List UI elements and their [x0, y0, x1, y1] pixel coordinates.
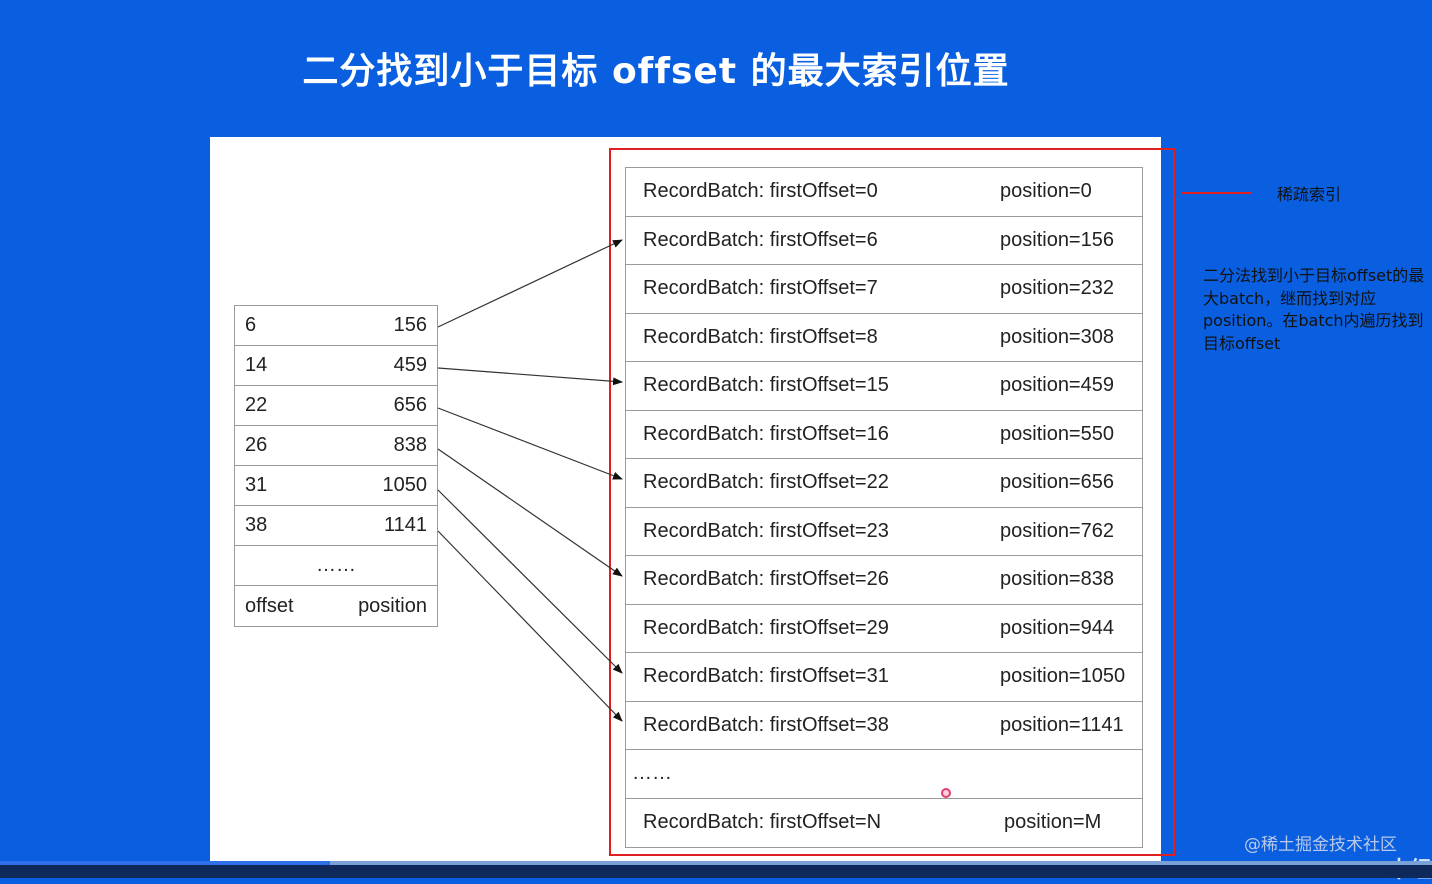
batch-offset: RecordBatch: firstOffset=6	[643, 228, 878, 251]
index-position: 156	[393, 314, 427, 336]
index-row: 22 656	[235, 386, 437, 426]
batch-offset: RecordBatch: firstOffset=0	[643, 180, 878, 202]
batch-position: position=550	[1000, 422, 1114, 445]
batch-position: position=1050	[1000, 665, 1126, 687]
batch-offset: RecordBatch: firstOffset=15	[643, 374, 889, 396]
index-position: 1050	[382, 474, 428, 496]
batch-position: position=0	[1000, 180, 1092, 202]
binary-search-note: 二分法找到小于目标offset的最大batch，继而找到对应position。在…	[1203, 266, 1425, 353]
record-batch-row: RecordBatch: firstOffset=15 position=459	[626, 362, 1142, 411]
batch-ellipsis: ……	[632, 762, 672, 784]
batch-offset: RecordBatch: firstOffset=N	[643, 810, 882, 833]
batch-offset: RecordBatch: firstOffset=7	[643, 277, 878, 299]
batch-offset: RecordBatch: firstOffset=8	[643, 325, 878, 348]
index-position: 459	[393, 354, 427, 376]
batch-offset: RecordBatch: firstOffset=23	[643, 519, 889, 542]
arrow-31	[437, 489, 623, 674]
record-batch-row: RecordBatch: firstOffset=22 position=656	[626, 459, 1142, 508]
batch-position: position=M	[1004, 810, 1102, 833]
batch-position: position=838	[1000, 568, 1114, 590]
ellipsis-text: ……	[316, 554, 356, 576]
callout-line	[1182, 192, 1252, 194]
sparse-index-table: 6 156 14 459 22 656 26 838 31 1050 38 11…	[234, 305, 438, 627]
sparse-index-label: 稀疏索引	[1277, 185, 1342, 204]
record-batch-row: RecordBatch: firstOffset=29 position=944	[626, 605, 1142, 653]
arrow-38	[437, 530, 623, 722]
record-batch-row: RecordBatch: firstOffset=0 position=0	[626, 168, 1142, 217]
batch-offset: RecordBatch: firstOffset=31	[643, 665, 889, 687]
index-row: 26 838	[235, 426, 437, 466]
batch-position: position=308	[1000, 325, 1114, 348]
index-row: 38 1141	[235, 506, 437, 546]
batch-offset: RecordBatch: firstOffset=26	[643, 568, 889, 590]
watermark: @稀土掘金技术社区	[1244, 835, 1397, 855]
index-offset: 22	[245, 394, 268, 416]
pointer-cursor-icon	[941, 788, 951, 798]
slide-title: 二分找到小于目标 offset 的最大索引位置	[302, 51, 1010, 92]
video-progress-fill[interactable]	[0, 861, 330, 865]
arrow-6	[437, 239, 623, 328]
index-row: 31 1050	[235, 466, 437, 506]
index-position: 1141	[383, 514, 427, 536]
batch-offset: RecordBatch: firstOffset=29	[643, 616, 889, 639]
batch-position: position=944	[1000, 616, 1114, 639]
batch-position: position=656	[1000, 471, 1114, 493]
index-offset: 38	[245, 514, 268, 536]
log-segment-table: RecordBatch: firstOffset=0 position=0 Rec…	[625, 167, 1143, 848]
batch-position: position=459	[1000, 374, 1114, 396]
index-row: 14 459	[235, 346, 437, 386]
video-control-bar	[0, 865, 1432, 878]
batch-offset: RecordBatch: firstOffset=16	[643, 422, 889, 445]
index-ellipsis-row: ……	[235, 546, 437, 586]
index-position: 838	[393, 434, 427, 456]
record-batch-row: RecordBatch: firstOffset=23 position=762	[626, 508, 1142, 556]
header-position: position	[358, 594, 427, 617]
batch-offset: RecordBatch: firstOffset=38	[643, 713, 889, 736]
batch-position: position=232	[1000, 277, 1114, 299]
record-batch-row: RecordBatch: firstOffset=31 position=1050	[626, 653, 1142, 702]
record-batch-row: RecordBatch: firstOffset=38 position=1141	[626, 702, 1142, 750]
arrow-26	[437, 448, 623, 577]
record-batch-ellipsis-row: ……	[626, 750, 1142, 799]
arrow-14	[437, 367, 623, 386]
batch-position: position=762	[1000, 519, 1114, 542]
index-header-row: offset position	[235, 586, 437, 626]
index-offset: 26	[245, 434, 268, 456]
index-offset: 6	[245, 314, 257, 336]
index-offset: 31	[245, 474, 268, 496]
record-batch-row: RecordBatch: firstOffset=26 position=838	[626, 556, 1142, 605]
batch-offset: RecordBatch: firstOffset=22	[643, 471, 889, 493]
sparse-index-highlight-box	[609, 148, 1175, 856]
record-batch-row: RecordBatch: firstOffset=16 position=550	[626, 411, 1142, 459]
header-offset: offset	[245, 594, 294, 617]
video-progress-track[interactable]	[0, 861, 1432, 865]
record-batch-row: RecordBatch: firstOffset=N position=M	[626, 799, 1142, 848]
arrow-22	[437, 407, 623, 480]
batch-position: position=1141	[1000, 713, 1124, 736]
record-batch-row: RecordBatch: firstOffset=8 position=308	[626, 314, 1142, 362]
batch-position: position=156	[1000, 228, 1114, 251]
index-offset: 14	[245, 354, 268, 376]
index-position: 656	[393, 394, 427, 416]
record-batch-row: RecordBatch: firstOffset=6 position=156	[626, 217, 1142, 265]
record-batch-row: RecordBatch: firstOffset=7 position=232	[626, 265, 1142, 314]
index-row: 6 156	[235, 306, 437, 346]
